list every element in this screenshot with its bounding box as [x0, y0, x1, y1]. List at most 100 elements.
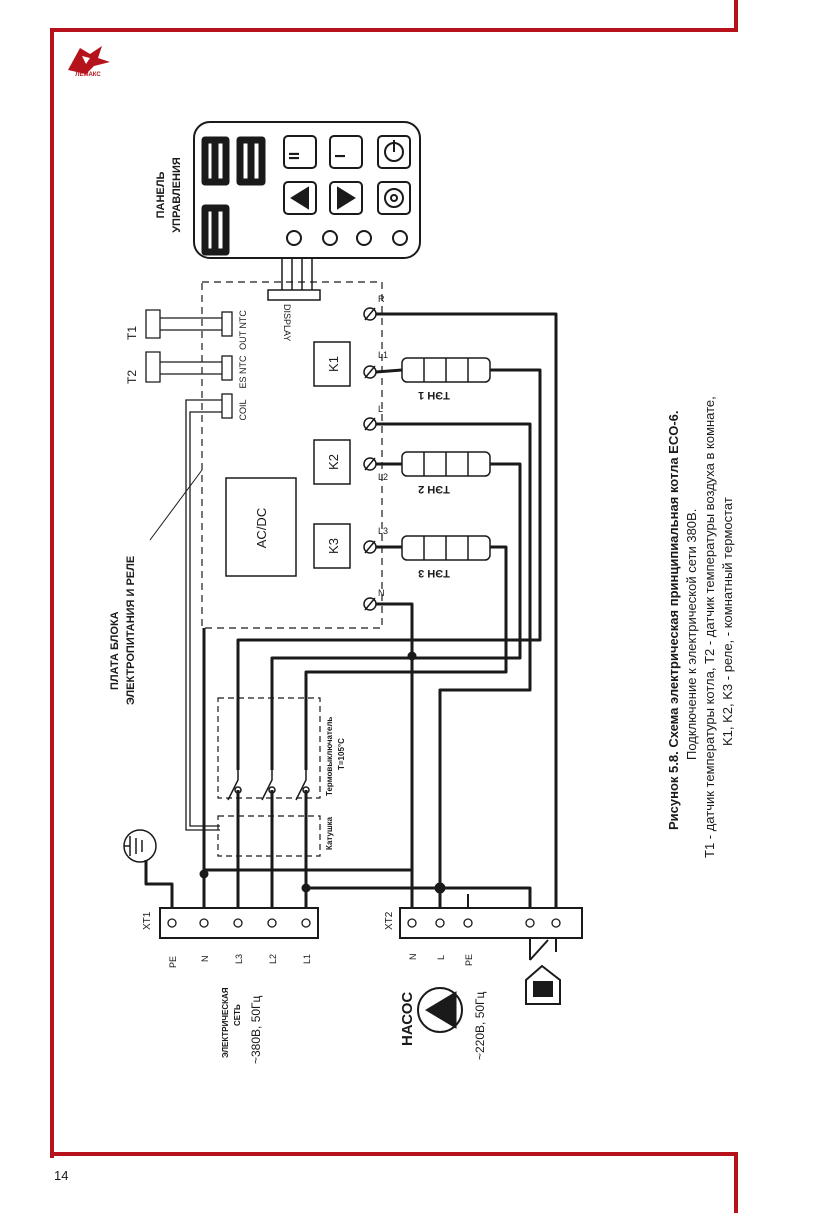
t1-sensor-icon — [145, 309, 222, 339]
display-label: DISPLAY — [282, 304, 292, 341]
caption-line1: Подключение к электрической сети 380В. — [684, 508, 699, 760]
xt1-supply: ~380В, 50Гц — [249, 995, 263, 1064]
button-two-icon — [283, 135, 317, 169]
terminal-l3-label: L3 — [378, 526, 388, 536]
relay-k3-label: K3 — [326, 538, 341, 554]
heater-3-label: ТЭН 3 — [418, 567, 450, 579]
button-two-label: II — [286, 152, 303, 160]
coil-contactor-label: Катушка — [325, 816, 334, 850]
xt1-title-line2: СЕТЬ — [233, 1004, 242, 1026]
power-button-icon — [377, 135, 411, 169]
page-frame-top — [50, 28, 738, 32]
relay-k2 — [313, 439, 351, 485]
terminal-l2-label: L2 — [378, 472, 388, 482]
board-title-line2: ЭЛЕКТРОПИТАНИЯ И РЕЛЕ — [125, 556, 137, 705]
board-pointer — [149, 469, 203, 541]
contactor-switch-box — [217, 697, 321, 799]
xt1-pin-n: N — [200, 956, 210, 963]
t2-sensor-icon — [145, 351, 222, 383]
junction-l1 — [301, 883, 311, 893]
acdc-label: AC/DC — [254, 508, 269, 548]
panel-buttons — [283, 135, 411, 246]
heater-1-label: ТЭН 1 — [418, 389, 450, 401]
pump-indicator-icon — [356, 230, 372, 246]
ground-icon — [123, 829, 157, 863]
flame-indicator-icon — [322, 230, 338, 246]
relay-k2-label: K2 — [326, 454, 341, 470]
junction-n — [407, 651, 417, 661]
caption-line3: K1, K2, K3 - реле, - комнатный термостат — [720, 497, 735, 746]
out-ntc-label: OUT NTC — [238, 310, 248, 350]
logo-text: ЛЕМАКС — [75, 72, 101, 78]
xt2-pin-n: N — [408, 954, 418, 961]
contactor-coil-box — [217, 815, 321, 857]
es-ntc-connector — [221, 355, 233, 381]
lemax-logo-icon — [68, 46, 110, 74]
acdc-block — [225, 477, 297, 577]
terminal-r-label: R — [378, 294, 385, 304]
page-frame-left — [50, 28, 54, 1158]
terminal-n-label: N — [378, 588, 385, 598]
display-cable: DISPLAY — [267, 258, 321, 341]
control-panel: II I ПАНЕЛЬ УПРАВЛЕНИЯ — [155, 121, 421, 259]
out-ntc-connector — [221, 311, 233, 337]
button-one-label: I — [332, 154, 349, 158]
thermoswitch-temp: T=105°C — [337, 738, 346, 770]
panel-title-line1: ПАНЕЛЬ — [155, 172, 167, 219]
settings-button-icon — [377, 181, 411, 215]
xt1-terminals — [167, 918, 311, 928]
arrow-right-button-icon — [329, 181, 363, 215]
board-title-line1: ПЛАТА БЛОКА — [109, 611, 121, 690]
thermoswitch-label: Термовыключатель — [325, 717, 334, 796]
page-frame-right-bottom — [734, 1152, 738, 1213]
xt1-label: XT1 — [142, 911, 153, 930]
power-wires — [144, 312, 558, 908]
coil-label: COIL — [238, 399, 248, 420]
relay-k1-label: K1 — [326, 356, 341, 372]
pump-icon — [425, 991, 457, 1029]
t2-label: T2 — [125, 370, 139, 384]
xt2-terminals — [407, 918, 561, 928]
page-frame-right — [734, 0, 738, 32]
room-thermostat-icon — [525, 938, 561, 1005]
pump-circle — [417, 987, 463, 1033]
relay-k3 — [313, 523, 351, 569]
junction-l — [434, 882, 446, 894]
panel-title-line2: УПРАВЛЕНИЯ — [171, 157, 183, 233]
contactor — [217, 697, 321, 857]
xt1-pin-l3: L3 — [234, 954, 244, 964]
arrow-left-button-icon — [283, 181, 317, 215]
xt1-pin-l2: L2 — [268, 954, 278, 964]
contactor-switches — [227, 770, 310, 801]
junction-pe — [199, 869, 209, 879]
xt1-title-line1: ЭЛЕКТРИЧЕСКАЯ — [221, 987, 230, 1058]
page-frame-bottom — [50, 1152, 738, 1156]
xt2-pin-l: L — [436, 955, 446, 960]
caption-title: Рисунок 5.8. Схема электрическая принцип… — [666, 410, 681, 830]
home-indicator-icon — [286, 230, 302, 246]
terminal-l1-label: L1 — [378, 350, 388, 360]
xt1-pin-l1: L1 — [302, 954, 312, 964]
t1-label: T1 — [125, 326, 139, 340]
relay-k1 — [313, 341, 351, 387]
es-ntc-label: ES NTC — [238, 355, 248, 389]
terminal-l-label: L — [378, 404, 383, 414]
alarm-indicator-icon — [392, 230, 408, 246]
xt2-pin-pe: PE — [464, 954, 474, 966]
pump-label: НАСОС — [399, 992, 416, 1046]
heater-2-label: ТЭН 2 — [418, 483, 450, 495]
xt1-pin-pe: PE — [168, 956, 178, 968]
coil-connector — [221, 393, 233, 419]
segment-display — [201, 136, 266, 256]
caption-line2: T1 - датчик температуры котла, T2 - датч… — [702, 396, 717, 858]
power-board-outline — [201, 281, 383, 629]
button-one-icon — [329, 135, 363, 169]
page-number: 14 — [54, 1168, 69, 1183]
xt2-label: XT2 — [384, 911, 395, 930]
xt1-terminal-block — [159, 907, 319, 939]
pump-supply: ~220В, 50Гц — [473, 991, 487, 1060]
control-panel-body — [193, 121, 421, 259]
board-terminals — [363, 307, 377, 611]
sensor-connectors — [145, 309, 233, 831]
